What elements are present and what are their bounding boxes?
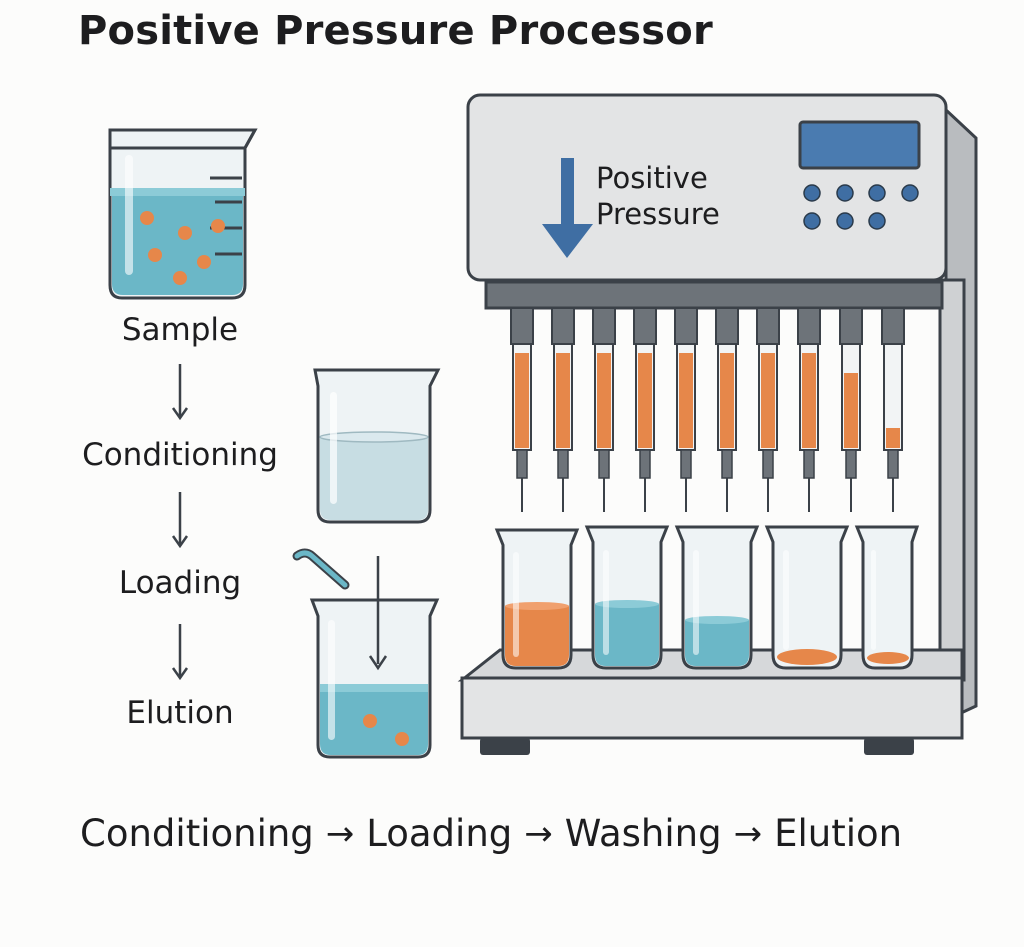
collection-tube-5	[854, 525, 920, 670]
spe-column-2	[551, 307, 575, 512]
sequence-elution: Elution	[774, 812, 903, 855]
spe-column-9	[839, 307, 863, 512]
sequence-conditioning: Conditioning	[80, 812, 314, 855]
step-sample: Sample	[121, 312, 239, 348]
flow-arrow-2	[171, 492, 189, 548]
spe-columns	[510, 307, 905, 512]
flow-arrow-1	[171, 364, 189, 420]
sequence-loading: Loading	[366, 812, 513, 855]
sample-beaker	[108, 128, 258, 300]
spe-column-8	[797, 307, 821, 512]
spe-column-6	[715, 307, 739, 512]
collection-tubes	[494, 525, 920, 670]
spe-column-7	[756, 307, 780, 512]
sequence-arrow-3: →	[733, 813, 763, 854]
loading-beaker	[292, 548, 440, 759]
conditioning-beaker	[313, 368, 441, 524]
spe-column-3	[592, 307, 616, 512]
sequence-arrow-1: →	[325, 813, 355, 854]
spe-column-1	[510, 307, 534, 512]
diagram-title: Positive Pressure Processor	[78, 8, 713, 54]
sequence-arrow-2: →	[524, 813, 553, 854]
pressure-label: Positive Pressure	[596, 160, 720, 232]
flow-arrow-3	[171, 624, 189, 680]
collection-tube-2	[584, 525, 670, 670]
process-sequence: Conditioning → Loading → Washing → Eluti…	[80, 812, 902, 855]
step-loading: Loading	[118, 565, 242, 601]
collection-tube-3	[674, 525, 760, 670]
step-conditioning: Conditioning	[82, 437, 278, 473]
collection-tube-1	[494, 528, 580, 670]
spe-column-4	[633, 307, 657, 512]
spe-column-5	[674, 307, 698, 512]
step-elution: Elution	[126, 695, 234, 731]
pressure-label-line1: Positive	[596, 161, 708, 195]
pressure-label-line2: Pressure	[596, 197, 720, 231]
collection-tube-4	[764, 525, 850, 670]
sequence-washing: Washing	[564, 812, 722, 855]
spe-column-10	[881, 307, 905, 512]
